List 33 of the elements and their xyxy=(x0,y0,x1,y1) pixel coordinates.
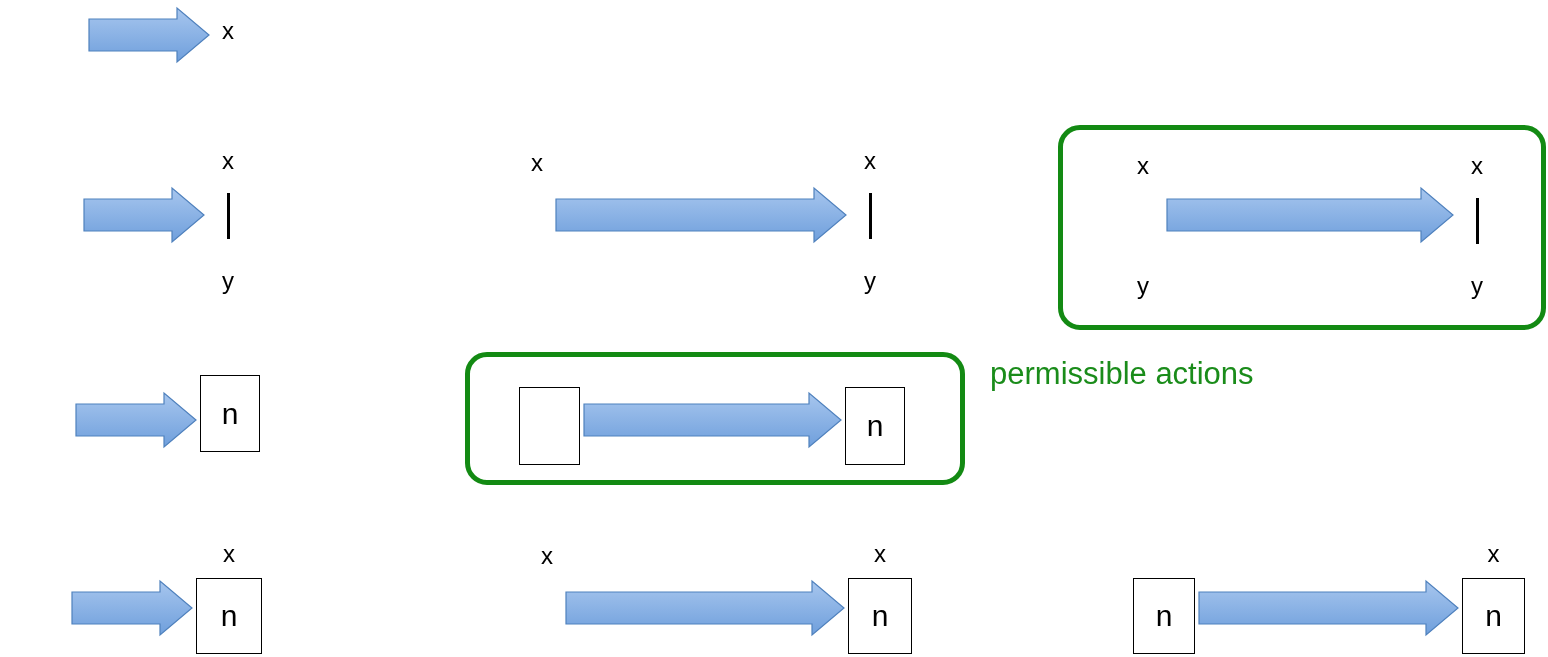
variable-label: x xyxy=(222,540,236,568)
block-arrow xyxy=(565,579,845,637)
variable-label: x xyxy=(1470,152,1484,180)
state-box: n xyxy=(845,387,905,465)
variable-label: y xyxy=(221,267,235,295)
group-outline xyxy=(1058,125,1546,330)
group-outline xyxy=(465,352,965,485)
state-box: n xyxy=(1462,578,1525,654)
variable-label: x xyxy=(221,147,235,175)
variable-label: x xyxy=(1486,540,1501,568)
variable-label: x xyxy=(540,542,554,570)
variable-label: x xyxy=(863,147,877,175)
block-arrow xyxy=(83,186,205,244)
variable-label: x xyxy=(530,149,544,177)
block-arrow xyxy=(1198,579,1459,637)
state-box: n xyxy=(196,578,262,654)
caption-text: permissible actions xyxy=(990,356,1254,392)
variable-label: y xyxy=(1136,272,1150,300)
state-box: n xyxy=(848,578,912,654)
block-arrow xyxy=(88,6,210,64)
block-arrow xyxy=(555,186,847,244)
variable-label: y xyxy=(863,267,877,295)
state-box: n xyxy=(1133,578,1195,654)
block-arrow xyxy=(1166,186,1454,244)
state-box xyxy=(519,387,580,465)
state-box: n xyxy=(200,375,260,452)
variable-label: y xyxy=(1470,272,1484,300)
variable-label: x xyxy=(221,17,235,45)
block-arrow xyxy=(583,391,842,449)
block-arrow xyxy=(71,579,193,637)
variable-label: x xyxy=(873,540,887,568)
variable-label: x xyxy=(1136,152,1150,180)
block-arrow xyxy=(75,391,197,449)
